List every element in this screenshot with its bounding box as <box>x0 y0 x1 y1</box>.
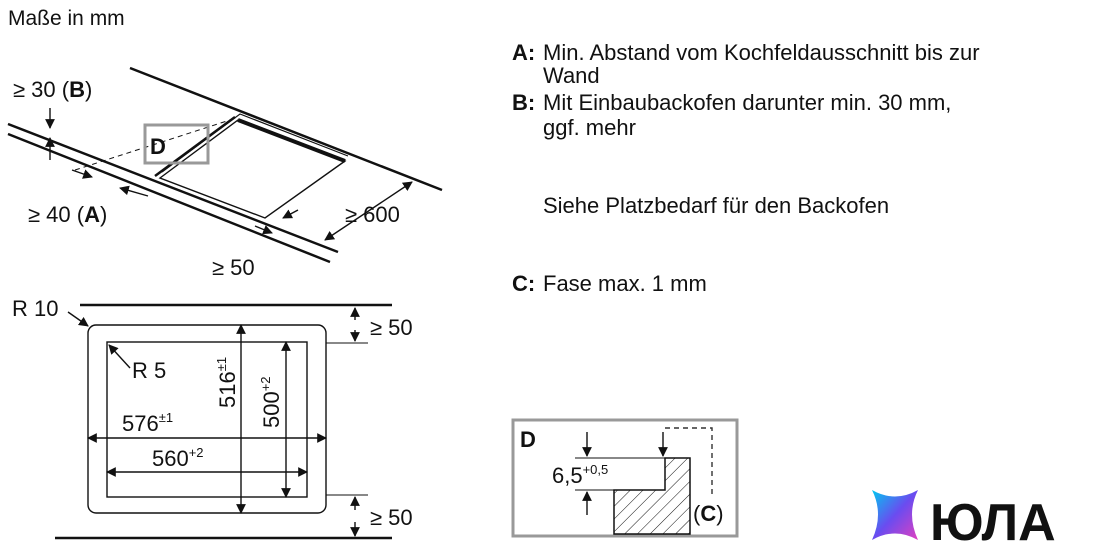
label-a: ≥ 40 (A) <box>28 202 107 227</box>
brand-logo: ЮЛА <box>872 490 1056 550</box>
worktop-section <box>613 457 691 535</box>
legend-a-line1: Min. Abstand vom Kochfeldausschnitt bis … <box>543 40 980 65</box>
legend-c-text: Fase max. 1 mm <box>543 271 707 296</box>
legend-b-key: B: <box>512 90 535 115</box>
detail-frame <box>511 418 739 538</box>
legend-a-key: A: <box>512 40 535 65</box>
worktop-front-edge <box>7 122 339 254</box>
cutout-bevel-back <box>237 118 346 163</box>
legend-c-key: C: <box>512 271 535 296</box>
worktop-front-edge-lower <box>7 132 331 264</box>
legend-a-line2: Wand <box>543 63 600 88</box>
label-50-front: ≥ 50 <box>212 255 255 280</box>
label-500: 500+2 <box>258 376 284 428</box>
label-600: ≥ 600 <box>345 202 400 227</box>
units-caption: Maße in mm <box>8 7 125 30</box>
detail-d-marker: D <box>150 134 166 159</box>
label-576: 576±1 <box>122 410 173 436</box>
label-b: ≥ 30 (B) <box>13 77 92 102</box>
legend-note: Siehe Platzbedarf für den Backofen <box>543 193 889 218</box>
detail-d-frame <box>143 123 210 165</box>
legend-b-line1: Mit Einbaubackofen darunter min. 30 mm, <box>543 90 951 115</box>
dim-a-arrow-left <box>71 169 93 179</box>
detail-d <box>511 418 739 538</box>
label-516: 516±1 <box>214 357 240 408</box>
chamfer-guide <box>665 427 713 495</box>
detail-title: D <box>520 427 536 452</box>
dim-50-arrow-left <box>254 225 273 235</box>
cutout-outline <box>158 119 347 219</box>
label-560: 560+2 <box>152 445 204 471</box>
logo-star-icon <box>872 490 918 540</box>
legend: A: Min. Abstand vom Kochfeldausschnitt b… <box>512 40 980 296</box>
dim-50-arrow-right <box>282 209 299 219</box>
dim-600-arrow <box>324 181 413 241</box>
iso-view <box>7 66 443 264</box>
detail-chamfer-label: (C) <box>693 501 724 526</box>
label-clear-top: ≥ 50 <box>370 315 413 340</box>
legend-b-line2: ggf. mehr <box>543 115 636 140</box>
label-r10: R 10 <box>12 296 58 321</box>
label-r5: R 5 <box>132 358 166 383</box>
dashed-reference <box>74 119 231 171</box>
cutout-inner <box>106 341 308 498</box>
label-clear-bottom: ≥ 50 <box>370 505 413 530</box>
dim-a-arrow-right <box>119 185 149 197</box>
cutout-view <box>55 303 392 540</box>
detail-depth: 6,5+0,5 <box>552 462 608 488</box>
wall-edge <box>129 66 443 192</box>
logo-text: ЮЛА <box>930 494 1056 550</box>
cutout-outer <box>87 324 327 514</box>
